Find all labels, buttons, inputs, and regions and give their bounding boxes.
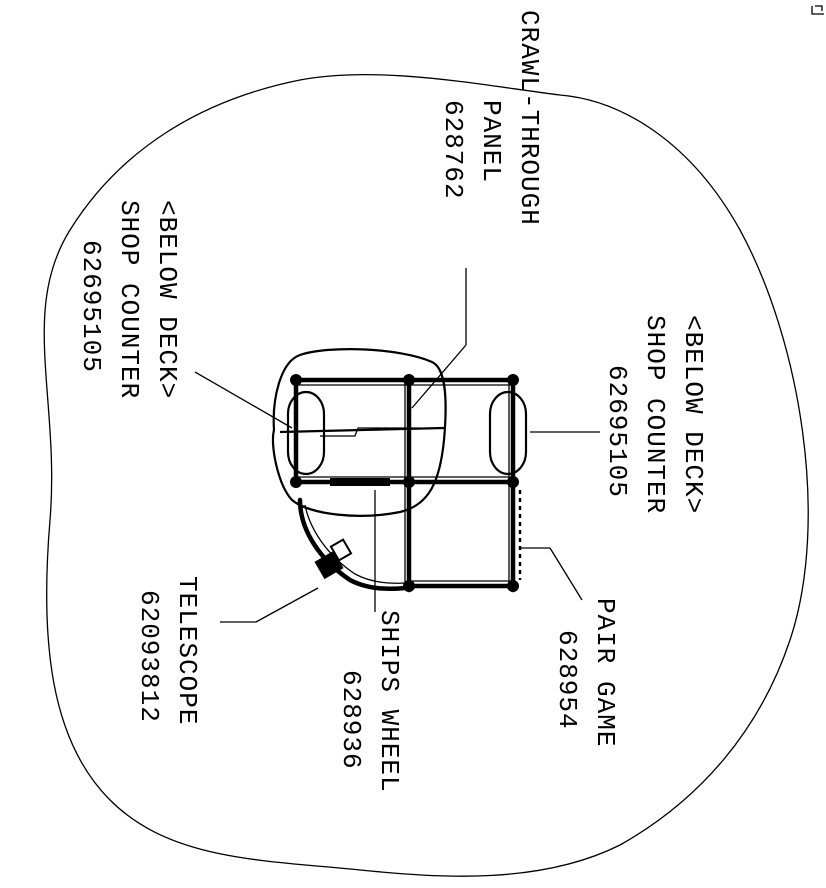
leader-lines xyxy=(194,268,600,623)
crawl-sub: PANEL xyxy=(476,100,506,183)
page-corner-icon xyxy=(811,5,824,15)
ships-wheel-shape xyxy=(330,478,390,486)
pair-game-num: 628954 xyxy=(552,630,582,730)
corner-posts xyxy=(290,374,519,592)
shop-left-num: 62695105 xyxy=(76,240,106,373)
label-shop-counter-left: <BELOW DECK> SHOP COUNTER 62695105 xyxy=(76,200,182,399)
right-shop-counter-shape xyxy=(488,390,528,476)
label-pair-game: PAIR GAME 628954 xyxy=(552,598,620,747)
deck-outline xyxy=(271,348,447,517)
label-telescope: TELESCOPE 62093812 xyxy=(134,576,202,725)
structure-frame xyxy=(279,377,516,593)
shop-right-num: 62695105 xyxy=(602,365,632,498)
telescope-rail xyxy=(297,497,408,591)
telescope-title: TELESCOPE xyxy=(172,576,202,725)
label-crawl-through: CRAWL-THROUGH PANEL 628762 xyxy=(438,10,544,226)
telescope-rail-inner xyxy=(304,504,405,584)
shop-right-line2: SHOP COUNTER xyxy=(640,315,670,514)
crawl-title: CRAWL-THROUGH xyxy=(514,10,544,226)
shop-right-line1: <BELOW DECK> xyxy=(678,315,708,514)
shop-left-line2: SHOP COUNTER xyxy=(114,200,144,399)
telescope-num: 62093812 xyxy=(134,590,164,723)
shop-left-line1: <BELOW DECK> xyxy=(152,200,182,399)
play-area-boundary xyxy=(43,73,809,877)
crawl-num: 628762 xyxy=(438,100,468,200)
label-ships-wheel: SHIPS WHEEL 628936 xyxy=(336,610,404,793)
telescope-body xyxy=(314,538,353,580)
ships-wheel-num: 628936 xyxy=(336,670,366,770)
left-shop-counter-shape xyxy=(286,390,326,476)
label-shop-counter-right: <BELOW DECK> SHOP COUNTER 62695105 xyxy=(602,315,708,514)
ships-wheel-title: SHIPS WHEEL xyxy=(374,610,404,793)
pair-game-title: PAIR GAME xyxy=(590,598,620,747)
